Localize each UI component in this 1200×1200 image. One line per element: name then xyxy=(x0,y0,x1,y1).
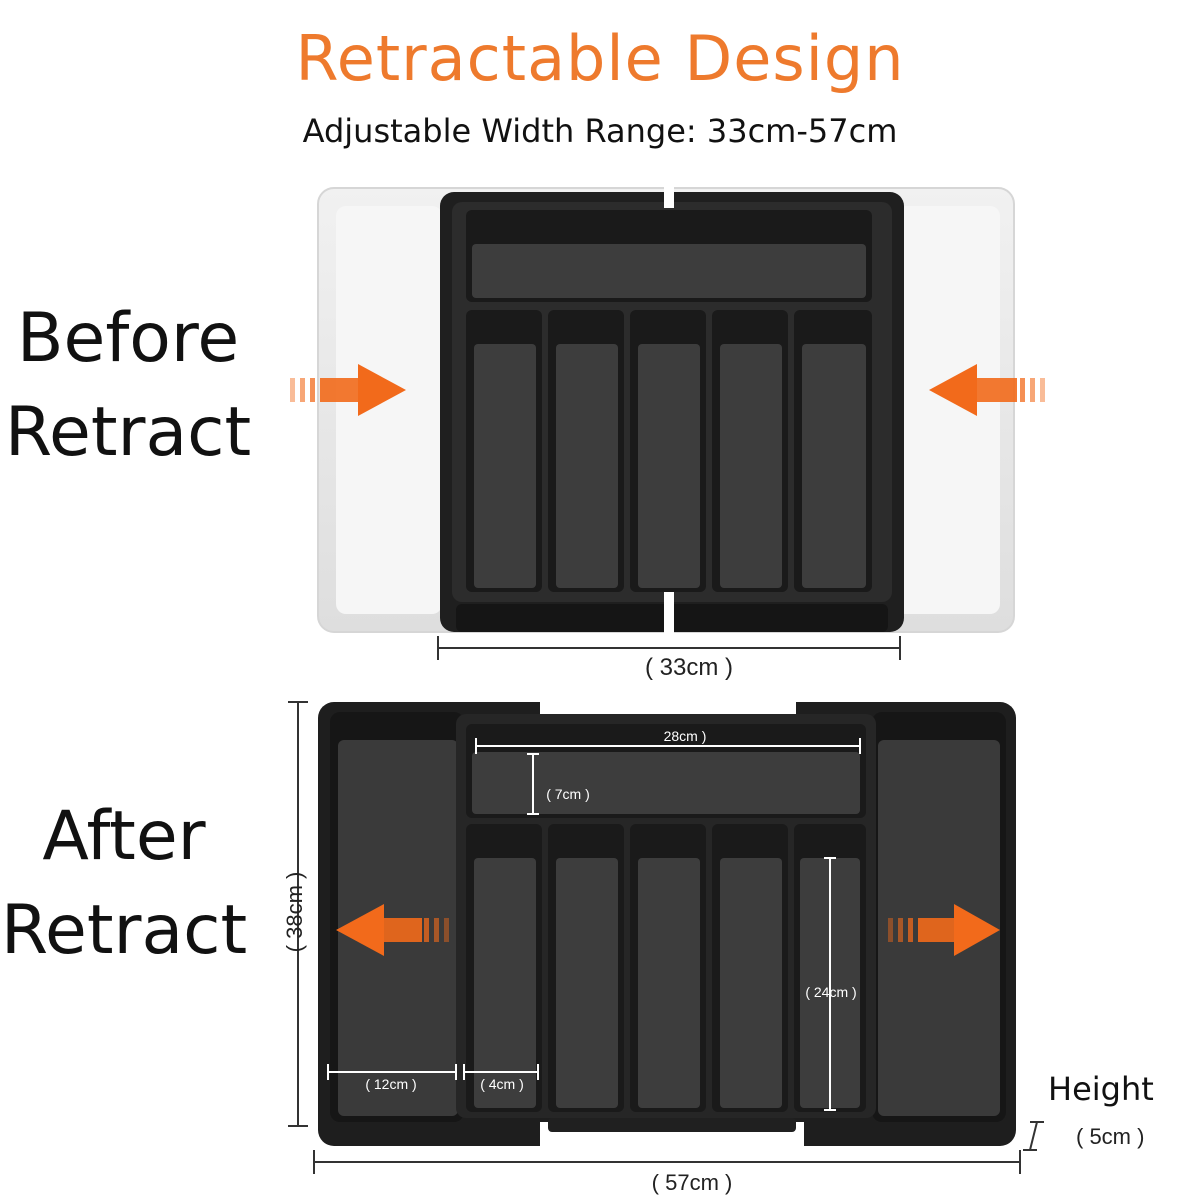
before-width-label: ( 33cm ) xyxy=(644,654,733,681)
after-label-line1: After xyxy=(42,797,206,876)
before-retract-label: Before Retract xyxy=(0,292,256,480)
side-compartment-width-label: ( 12cm ) xyxy=(365,1076,417,1092)
before-label-line1: Before xyxy=(16,299,240,378)
ghost-left-compartment xyxy=(336,206,442,614)
before-arrow-left xyxy=(290,364,406,416)
top-compartment-depth-label: ( 7cm ) xyxy=(546,786,590,802)
page-title: Retractable Design xyxy=(295,22,905,95)
height-value-label: ( 5cm ) xyxy=(1076,1124,1145,1149)
after-label-line2: Retract xyxy=(0,891,248,970)
after-width-label: ( 57cm ) xyxy=(651,1170,733,1195)
before-slots xyxy=(466,310,872,592)
ghost-right-compartment xyxy=(896,206,1000,614)
after-retract-label: After Retract xyxy=(0,790,248,978)
before-label-line2: Retract xyxy=(4,393,252,472)
slot-length-label: ( 24cm ) xyxy=(805,984,857,1000)
page-subtitle: Adjustable Width Range: 33cm-57cm xyxy=(302,112,898,150)
slot-width-label: ( 4cm ) xyxy=(480,1076,524,1092)
before-arrow-right xyxy=(929,364,1045,416)
before-width-dimension xyxy=(437,636,901,660)
before-top-compartment xyxy=(472,244,866,298)
height-title: Height xyxy=(1048,1070,1154,1108)
depth-label: ( 38cm ) xyxy=(282,871,307,953)
top-compartment-width-label: 28cm ) xyxy=(663,728,707,744)
